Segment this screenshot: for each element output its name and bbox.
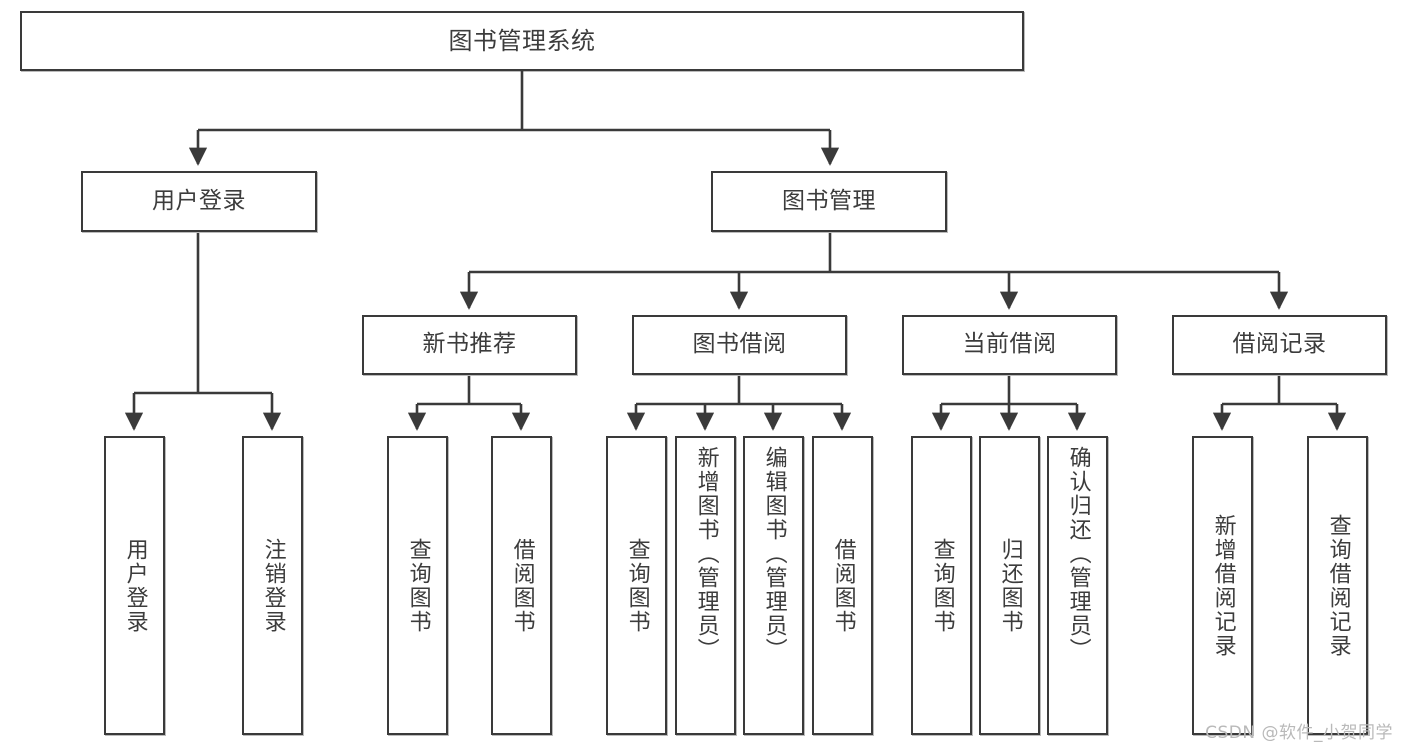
node-leaf-add-borrow-record[interactable]: 新增借阅记录 bbox=[1192, 436, 1253, 735]
node-leaf-return-book[interactable]: 归还图书 bbox=[979, 436, 1040, 735]
node-current-borrow[interactable]: 当前借阅 bbox=[902, 315, 1117, 375]
node-leaf-user-login[interactable]: 用户登录 bbox=[104, 436, 165, 735]
node-leaf-confirm-return-label: 确认归还（管理员） bbox=[1065, 446, 1091, 662]
node-user-login-label: 用户登录 bbox=[152, 187, 246, 214]
node-user-login[interactable]: 用户登录 bbox=[81, 171, 317, 232]
node-leaf-borrow-book-2[interactable]: 借阅图书 bbox=[812, 436, 873, 735]
node-leaf-logout-login-label: 注销登录 bbox=[260, 537, 286, 634]
node-leaf-query-book-1[interactable]: 查询图书 bbox=[387, 436, 448, 735]
node-leaf-query-borrow-record[interactable]: 查询借阅记录 bbox=[1307, 436, 1368, 735]
node-root-system-label: 图书管理系统 bbox=[448, 26, 596, 55]
node-new-book-recommend[interactable]: 新书推荐 bbox=[362, 315, 577, 375]
node-current-borrow-label: 当前借阅 bbox=[962, 331, 1057, 358]
node-leaf-add-book[interactable]: 新增图书（管理员） bbox=[675, 436, 736, 735]
node-book-borrow-label: 图书借阅 bbox=[692, 331, 787, 358]
node-leaf-query-book-3-label: 查询图书 bbox=[929, 537, 955, 634]
node-leaf-query-book-3[interactable]: 查询图书 bbox=[911, 436, 972, 735]
node-leaf-query-borrow-record-label: 查询借阅记录 bbox=[1325, 513, 1351, 658]
node-leaf-borrow-book-1-label: 借阅图书 bbox=[509, 537, 535, 634]
node-leaf-query-book-2[interactable]: 查询图书 bbox=[606, 436, 667, 735]
node-leaf-add-borrow-record-label: 新增借阅记录 bbox=[1210, 513, 1236, 658]
node-new-book-recommend-label: 新书推荐 bbox=[422, 331, 517, 358]
csdn-watermark: CSDN @软件_小贺同学 bbox=[1205, 723, 1393, 743]
node-leaf-add-book-label: 新增图书（管理员） bbox=[693, 446, 719, 662]
node-leaf-edit-book-label: 编辑图书（管理员） bbox=[761, 446, 787, 662]
node-leaf-query-book-2-label: 查询图书 bbox=[624, 537, 650, 634]
node-leaf-user-login-label: 用户登录 bbox=[122, 537, 148, 634]
node-leaf-query-book-1-label: 查询图书 bbox=[405, 537, 431, 634]
node-book-borrow[interactable]: 图书借阅 bbox=[632, 315, 847, 375]
node-leaf-borrow-book-1[interactable]: 借阅图书 bbox=[491, 436, 552, 735]
node-leaf-confirm-return[interactable]: 确认归还（管理员） bbox=[1047, 436, 1108, 735]
node-leaf-borrow-book-2-label: 借阅图书 bbox=[830, 537, 856, 634]
node-root-system[interactable]: 图书管理系统 bbox=[20, 11, 1024, 71]
node-leaf-return-book-label: 归还图书 bbox=[997, 537, 1023, 634]
node-book-management-label: 图书管理 bbox=[782, 187, 876, 214]
node-borrow-record[interactable]: 借阅记录 bbox=[1172, 315, 1387, 375]
node-book-management[interactable]: 图书管理 bbox=[711, 171, 947, 232]
node-borrow-record-label: 借阅记录 bbox=[1232, 331, 1327, 358]
node-leaf-logout-login[interactable]: 注销登录 bbox=[242, 436, 303, 735]
node-leaf-edit-book[interactable]: 编辑图书（管理员） bbox=[743, 436, 804, 735]
